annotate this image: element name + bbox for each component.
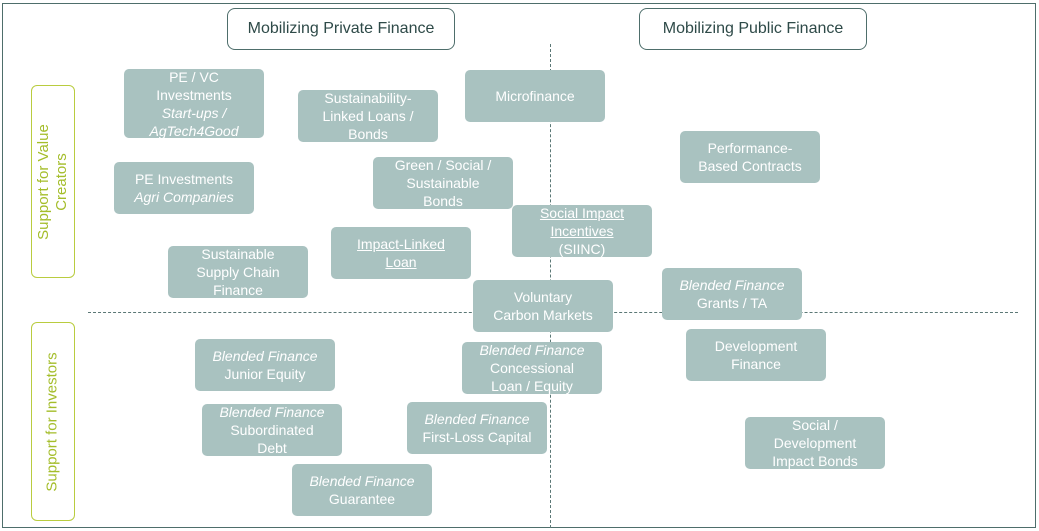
box-italic-line: Agri Companies (134, 189, 234, 205)
box-siinc: Social Impact Incentives (SIINC) (512, 205, 652, 257)
box-italic-line: Blended Finance (212, 348, 318, 364)
header-private-label: Mobilizing Private Finance (247, 20, 435, 37)
box-line: Grants / TA (696, 295, 768, 311)
box-development-finance: Development Finance (686, 329, 826, 381)
box-line: Microfinance (495, 88, 575, 104)
box-voluntary-carbon-markets: Voluntary Carbon Markets (473, 280, 613, 332)
box-line: First-Loss Capital (422, 429, 532, 445)
box-line: Green / Social / (394, 157, 492, 173)
box-sustainability-linked-loans: Sustainability- Linked Loans / Bonds (298, 90, 438, 142)
box-pe-vc-investments: PE / VC Investments Start-ups / AgTech4G… (124, 69, 264, 138)
box-underlined-line: Social Impact (539, 205, 625, 221)
box-performance-based-contracts: Performance- Based Contracts (680, 131, 820, 183)
box-line: Junior Equity (224, 366, 306, 382)
box-line: Bonds (348, 126, 388, 142)
box-line: Impact Bonds (772, 453, 858, 469)
box-italic-line: Blended Finance (219, 404, 325, 420)
box-line: Development (773, 435, 857, 451)
box-green-social-bonds: Green / Social / Sustainable Bonds (373, 157, 513, 209)
side-value-line-2: Creators (53, 152, 71, 211)
box-italic-line: AgTech4Good (149, 122, 239, 139)
box-underlined-line: Loan (385, 254, 417, 270)
box-line: Subordinated (230, 422, 314, 438)
box-pe-investments: PE Investments Agri Companies (114, 162, 254, 214)
box-blended-grants-ta: Blended Finance Grants / TA (662, 268, 802, 320)
box-line: Investments (156, 86, 232, 103)
box-line: Sustainability- (324, 90, 412, 106)
box-blended-concessional: Blended Finance Concessional Loan / Equi… (462, 342, 602, 394)
box-underlined-line: Incentives (550, 223, 614, 239)
box-line: Finance (213, 282, 263, 298)
box-line: Performance- (707, 140, 793, 156)
header-private-finance: Mobilizing Private Finance (227, 8, 455, 50)
side-label-investors: Support for Investors (31, 322, 75, 521)
box-impact-linked-loan: Impact-Linked Loan (331, 227, 471, 279)
box-line: Sustainable (406, 175, 480, 191)
box-blended-guarantee: Blended Finance Guarantee (292, 464, 432, 516)
box-blended-junior-equity: Blended Finance Junior Equity (195, 339, 335, 391)
box-sustainable-supply-chain-finance: Sustainable Supply Chain Finance (168, 246, 308, 298)
box-line: Sustainable (201, 246, 275, 262)
box-blended-first-loss: Blended Finance First-Loss Capital (407, 402, 547, 454)
box-line: Bonds (423, 193, 463, 209)
header-public-finance: Mobilizing Public Finance (639, 8, 867, 50)
header-public-label: Mobilizing Public Finance (662, 20, 844, 37)
side-investors-text: Support for Investors (44, 351, 62, 492)
box-impact-bonds: Social / Development Impact Bonds (745, 417, 885, 469)
box-line: Social / (792, 417, 838, 433)
box-line: Loan / Equity (491, 378, 573, 394)
side-label-value-creators: Support for Value Creators (31, 85, 75, 278)
box-blended-subordinated-debt: Blended Finance Subordinated Debt (202, 404, 342, 456)
side-value-line-1: Support for Value (35, 123, 53, 240)
box-underlined-line: Impact-Linked (357, 236, 445, 252)
box-line: Voluntary (513, 289, 573, 305)
box-italic-line: Blended Finance (424, 411, 530, 427)
box-microfinance: Microfinance (465, 70, 605, 122)
box-italic-line: Blended Finance (679, 277, 785, 293)
box-line: Debt (257, 440, 287, 456)
box-line: Concessional (489, 360, 575, 376)
box-line: Guarantee (328, 491, 396, 507)
box-line: Supply Chain (196, 264, 280, 280)
box-line: Development (714, 338, 798, 354)
box-italic-line: Blended Finance (479, 342, 585, 358)
diagram-frame (2, 3, 1036, 528)
box-italic-line: Blended Finance (309, 473, 415, 489)
box-line: PE Investments (134, 171, 234, 187)
box-line: (SIINC) (558, 241, 606, 257)
box-line: Finance (731, 356, 781, 372)
box-line: Carbon Markets (493, 307, 593, 323)
box-italic-line: Start-ups / (161, 104, 227, 121)
box-line: Based Contracts (698, 158, 802, 174)
box-line: PE / VC (169, 69, 219, 85)
box-line: Linked Loans / (322, 108, 414, 124)
